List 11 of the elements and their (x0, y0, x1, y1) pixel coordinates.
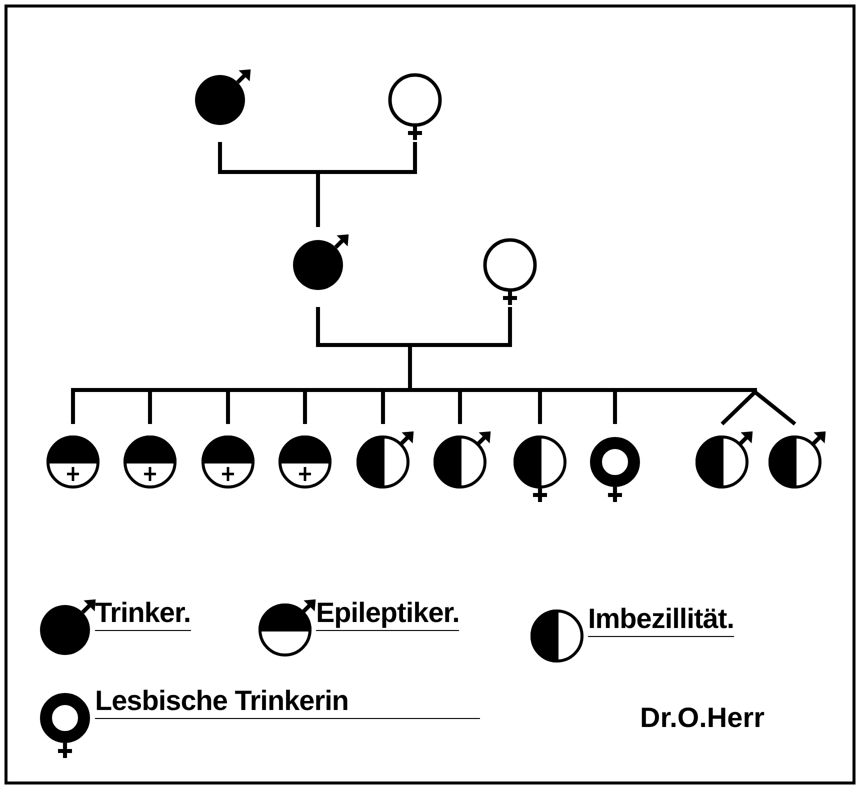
pedigree-line (316, 307, 410, 347)
pedigree-line (318, 142, 417, 174)
legend-text: Imbezillität. (588, 602, 734, 637)
author-signature: Dr.O.Herr (640, 702, 764, 734)
pedigree-line (408, 345, 412, 390)
pedigree-line (410, 307, 512, 347)
legend-text: Trinker. (95, 596, 191, 631)
legend-text: Lesbische Trinkerin (95, 684, 480, 719)
pedigree-line (316, 172, 320, 227)
legend-text: Epileptiker. (316, 596, 460, 631)
pedigree-line (218, 142, 318, 174)
